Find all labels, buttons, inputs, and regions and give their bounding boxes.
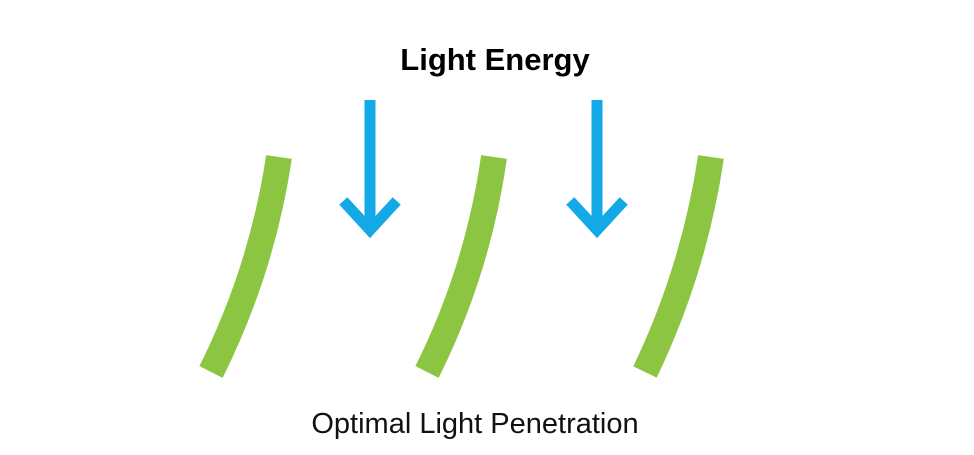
leaf-2 [415, 155, 507, 378]
arrow-head [566, 197, 628, 239]
arrow-head [339, 197, 401, 239]
light-arrow-1 [339, 100, 401, 239]
diagram-caption: Optimal Light Penetration [311, 408, 639, 440]
leaf-3 [633, 155, 724, 378]
diagram-title: Light Energy [400, 42, 590, 77]
light-arrow-2 [566, 100, 628, 239]
leaf-1 [199, 155, 292, 378]
